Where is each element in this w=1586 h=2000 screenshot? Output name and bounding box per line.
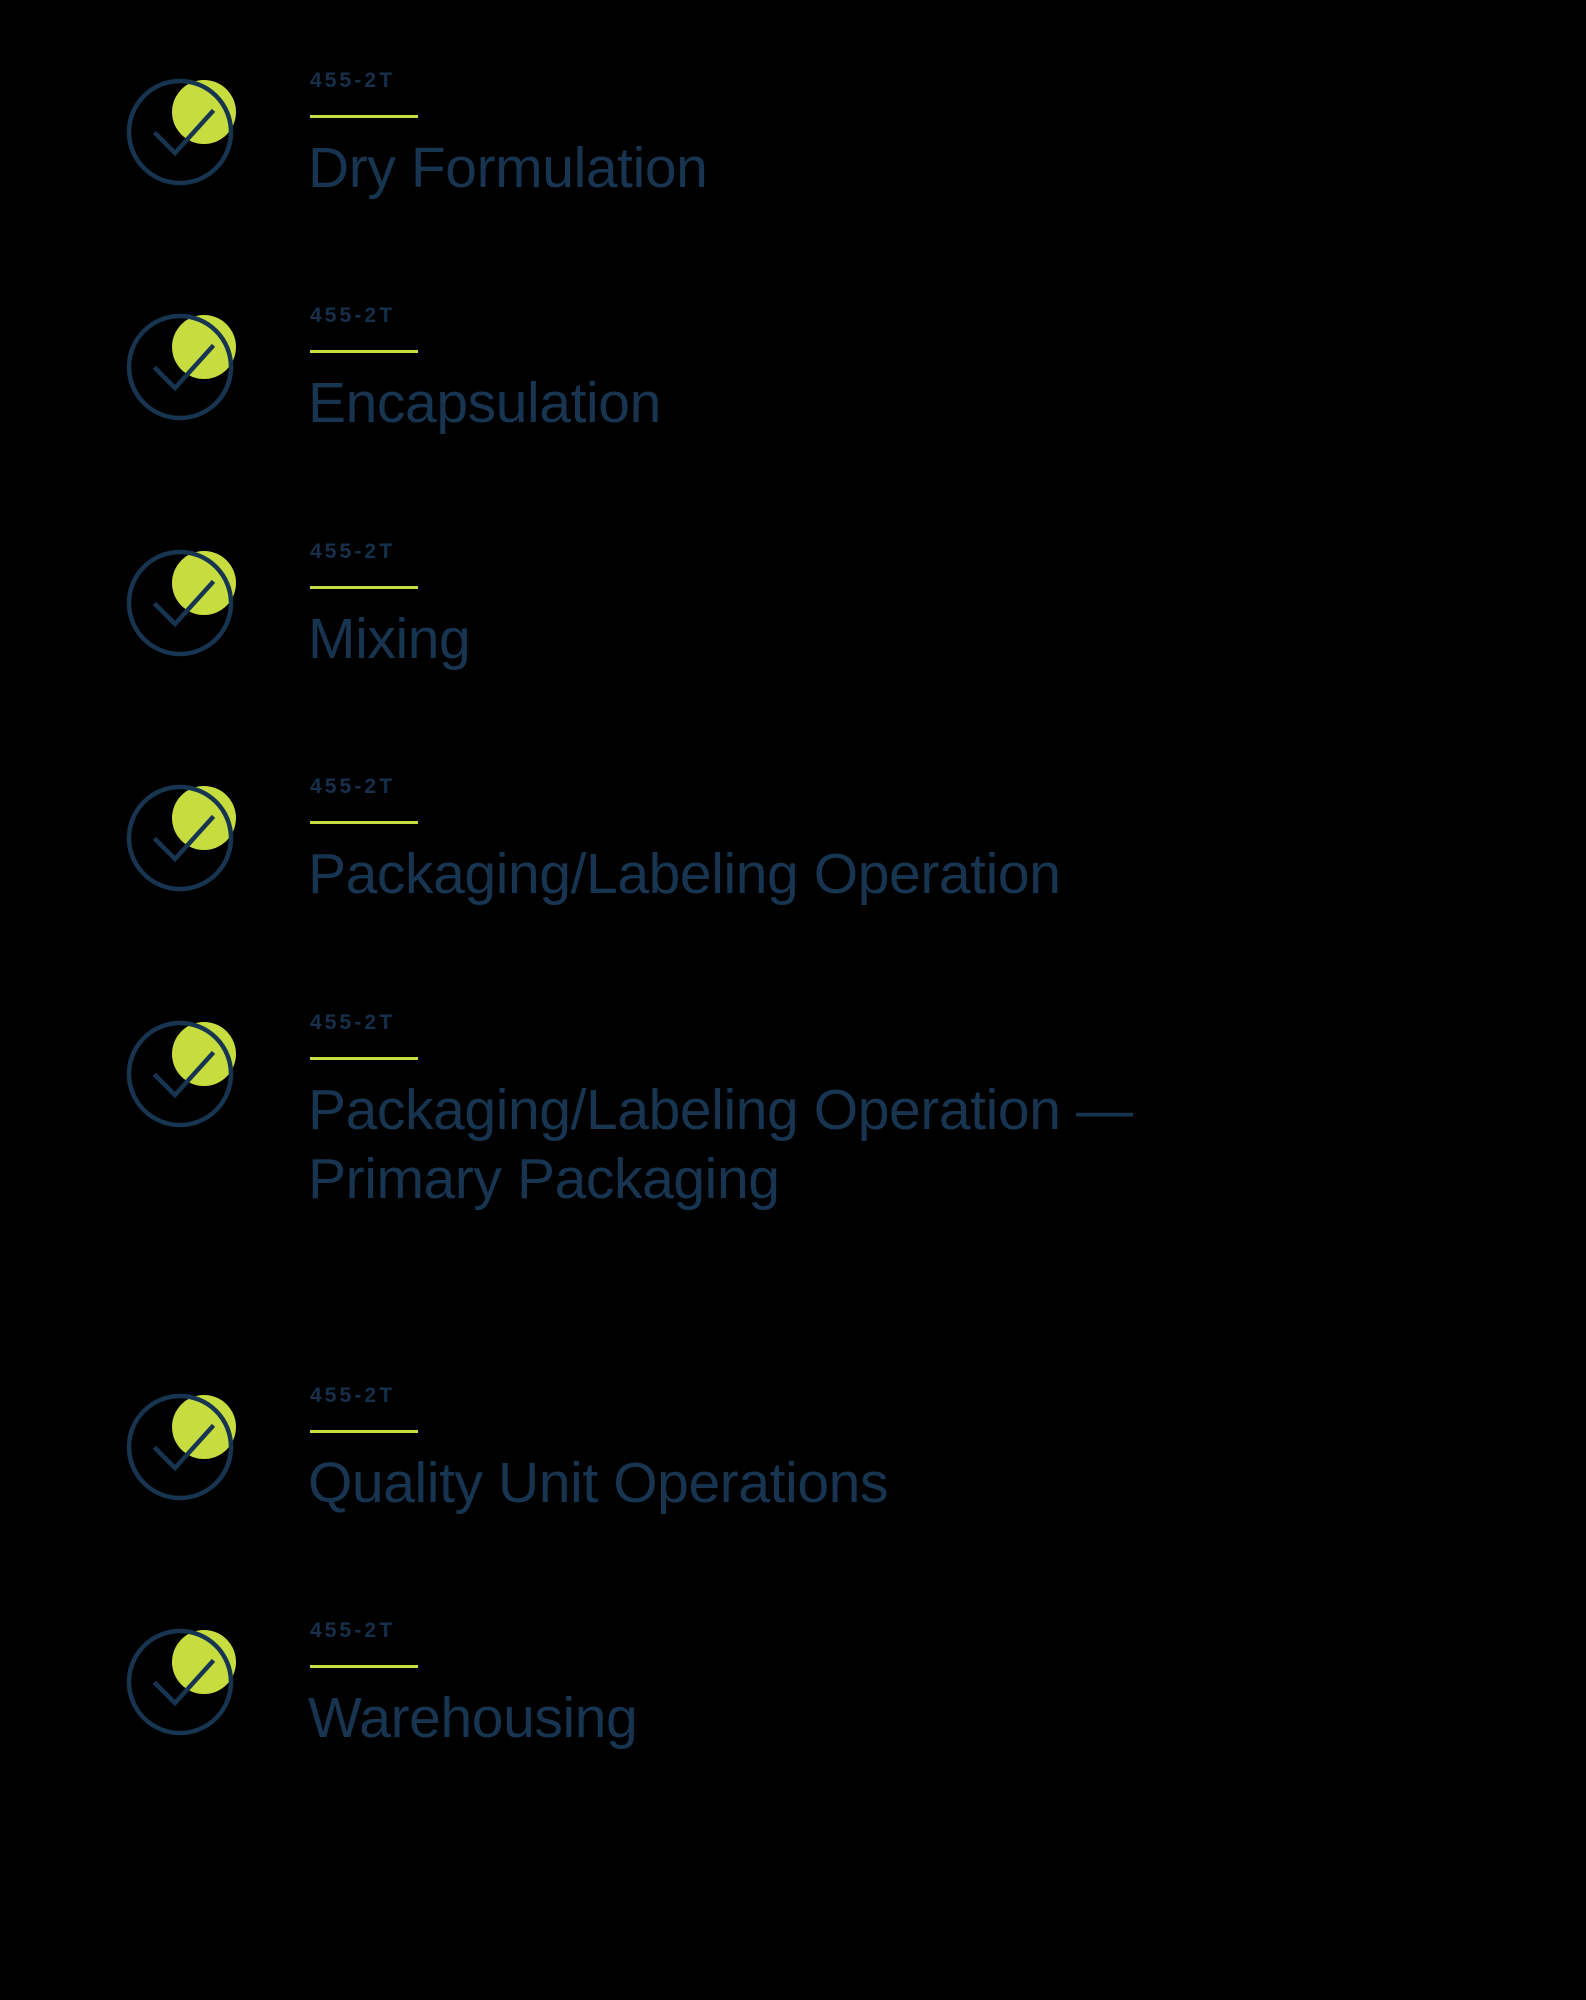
check-circle-icon [126, 1391, 240, 1503]
process-item-text: 455-2T Packaging/Labeling Operation [308, 776, 1061, 908]
process-title: Packaging/Labeling Operation — Primary P… [308, 1077, 1133, 1212]
process-code: 455-2T [310, 775, 396, 799]
accent-divider [310, 585, 418, 589]
process-title: Quality Unit Operations [308, 1450, 889, 1515]
process-item-text: 455-2T Encapsulation [308, 305, 661, 437]
process-item-text: 455-2T Quality Unit Operations [308, 1385, 888, 1517]
check-circle-icon [126, 1626, 240, 1738]
process-item-text: 455-2T Dry Formulation [308, 69, 708, 202]
accent-divider [310, 821, 418, 825]
accent-divider [310, 115, 418, 118]
process-title: Mixing [308, 606, 471, 671]
accent-divider [310, 350, 418, 354]
process-code: 455-2T [310, 304, 396, 328]
check-circle-icon [126, 547, 240, 659]
process-item-packaging-labeling-primary-packaging[interactable]: 455-2T Packaging/Labeling Operation — Pr… [0, 1012, 1586, 1215]
process-item-encapsulation[interactable]: 455-2T Encapsulation [0, 305, 1586, 437]
process-item-text: 455-2T Mixing [308, 539, 471, 673]
check-circle-icon [126, 782, 240, 894]
process-item-list: 455-2T Dry Formulation 455-2T Encapsulat… [0, 48, 1586, 1752]
process-item-text: 455-2T Packaging/Labeling Operation — Pr… [308, 1012, 1133, 1215]
process-code: 455-2T [310, 539, 396, 563]
process-item-text: 455-2T Warehousing [308, 1619, 638, 1752]
process-item-quality-unit-operations[interactable]: 455-2T Quality Unit Operations [0, 1385, 1586, 1517]
process-code: 455-2T [310, 69, 396, 92]
process-code: 455-2T [310, 1383, 396, 1407]
process-title: Packaging/Labeling Operation [308, 842, 1061, 907]
accent-divider [310, 1429, 418, 1433]
process-title: Encapsulation [308, 371, 661, 436]
process-item-packaging-labeling-operation[interactable]: 455-2T Packaging/Labeling Operation [0, 776, 1586, 908]
process-title: Dry Formulation [308, 136, 708, 200]
process-item-warehousing[interactable]: 455-2T Warehousing [0, 1620, 1586, 1752]
process-item-mixing[interactable]: 455-2T Mixing [0, 541, 1586, 673]
process-item-dry-formulation[interactable]: 455-2T Dry Formulation [0, 70, 1586, 202]
process-code: 455-2T [310, 1010, 396, 1034]
check-circle-icon [126, 76, 240, 188]
check-circle-icon [126, 311, 240, 423]
accent-divider [310, 1665, 418, 1669]
process-code: 455-2T [310, 1619, 396, 1643]
process-title: Warehousing [308, 1686, 638, 1751]
check-circle-icon [126, 1018, 240, 1130]
accent-divider [310, 1056, 418, 1060]
